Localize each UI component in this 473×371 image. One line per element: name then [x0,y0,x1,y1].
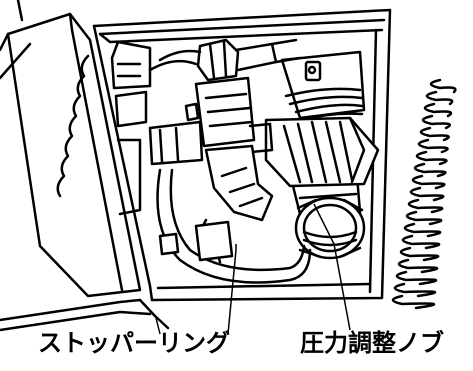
valve-manifold [148,38,302,222]
gauge-plate [294,196,366,260]
stopper-ring-label: ストッパーリング [38,329,230,357]
pressure-knob-body [264,116,380,188]
left-bracket [110,40,152,216]
pressure-knob-label: 圧力調整ノブ [300,329,444,357]
stopper-ring-leader [155,317,161,335]
open-door-panel [0,0,170,332]
pressure-knob-leader [313,203,351,331]
hoses [148,49,312,284]
coil-spring [391,78,457,310]
stopper-ring-leader-2 [227,244,237,335]
